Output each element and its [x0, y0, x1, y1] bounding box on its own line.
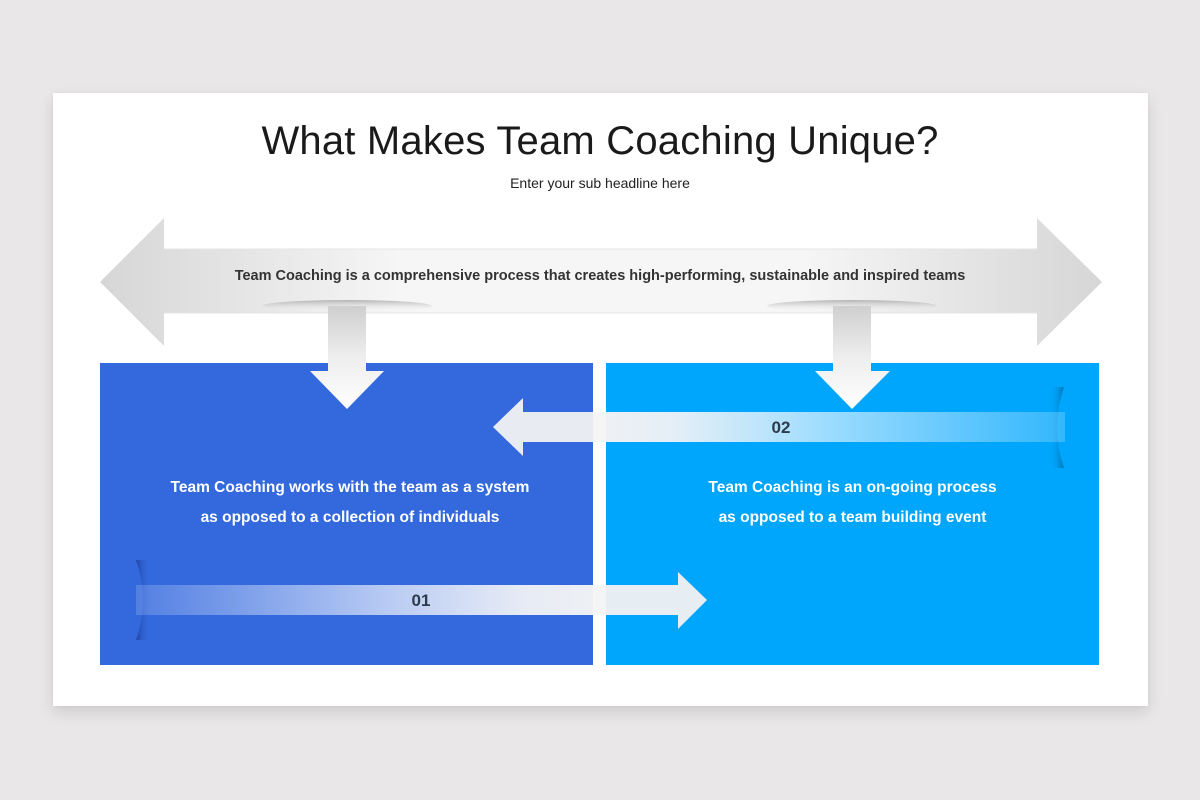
step-number-01: 01: [411, 591, 431, 610]
banner-statement: Team Coaching is a comprehensive process…: [234, 268, 966, 284]
box-right-text: Team Coaching is an on-going process as …: [708, 479, 997, 526]
step-number-02: 02: [771, 418, 791, 437]
slide-subtitle: Enter your sub headline here: [510, 175, 690, 191]
arrow-02-left-icon: [493, 387, 1065, 468]
slide-title: What Makes Team Coaching Unique?: [261, 119, 939, 163]
down-arrow-left-icon: [262, 300, 432, 409]
down-arrow-right-icon: [767, 300, 937, 409]
double-arrow-banner: [100, 218, 1102, 346]
arrow-01-right-icon: [136, 560, 707, 640]
box-left-text: Team Coaching works with the team as a s…: [170, 479, 530, 526]
